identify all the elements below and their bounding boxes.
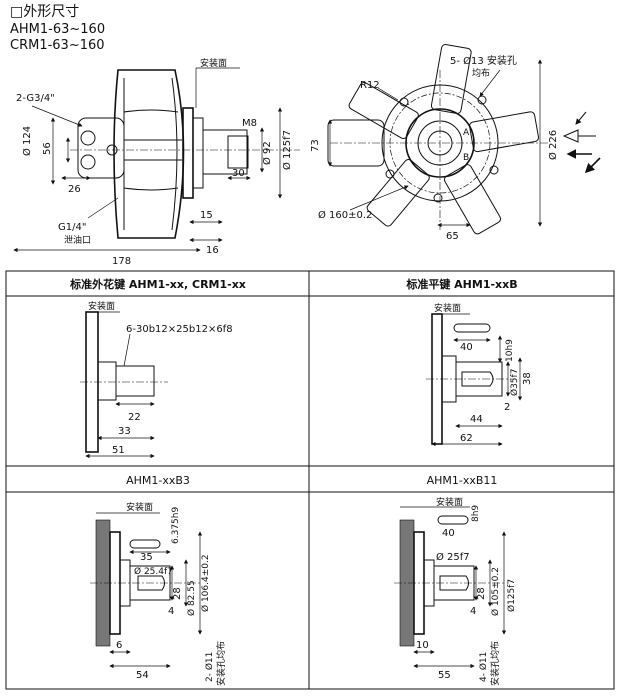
dim-dia-226: Ø 226	[547, 130, 559, 160]
dim-16: 16	[206, 245, 219, 256]
model-label-ahm: AHM1-63~160	[10, 22, 106, 37]
front-holes-note: 均布	[472, 67, 490, 79]
panel4-holes: 4- Ø11	[478, 652, 489, 682]
drain-port-label: G1/4"	[58, 222, 86, 233]
panel3-dim-4: 4	[168, 606, 174, 617]
panel2-title: 标准平键 AHM1-xxB	[405, 277, 517, 291]
drain-label: 泄油口	[64, 234, 91, 246]
panel4-dim-28: 28	[476, 587, 487, 600]
options-table	[5, 270, 615, 690]
panel1-dim-22: 22	[128, 412, 141, 423]
panel3-holes-note: 安装孔均布	[215, 641, 227, 686]
panel4-dia-105: Ø 105±0.2	[490, 567, 501, 616]
dim-73: 73	[310, 139, 321, 152]
dim-178: 178	[112, 256, 131, 267]
panel4-key: 8h9	[471, 505, 481, 522]
panel2-dim-40: 40	[460, 342, 473, 353]
port-b-label: B	[463, 153, 469, 163]
panel2-dim-44: 44	[470, 414, 483, 425]
panel2-drawing	[426, 313, 523, 447]
panel3-dim-6: 6	[116, 640, 122, 651]
thread-label: M8	[242, 118, 257, 129]
dim-26: 26	[68, 184, 81, 195]
panel4-dia-125f7: Ø125f7	[506, 579, 517, 612]
panel3-dim-54: 54	[136, 670, 149, 681]
panel4-dim-4: 4	[470, 606, 476, 617]
panel1-dim-51: 51	[112, 445, 125, 456]
dim-dia-92: Ø 92	[261, 141, 273, 165]
panel2-install-face: 安装面	[434, 302, 461, 314]
panel3-title: AHM1-xxB3	[126, 474, 190, 487]
front-holes-label: 5- Ø13 安装孔	[450, 54, 517, 67]
dim-56: 56	[42, 142, 53, 155]
panel1-install-face: 安装面	[88, 300, 115, 312]
panel3-dia-25-4: Ø 25.4f7	[134, 566, 173, 577]
panel3-install-face: 安装面	[126, 501, 153, 513]
install-face-label: 安装面	[200, 57, 227, 69]
page-title: □外形尺寸	[10, 4, 80, 20]
panel4-holes-note: 安装孔均布	[489, 641, 501, 686]
dim-dia-125f7: Ø 125f7	[281, 130, 293, 170]
panel2-dia-35f7: Ø35f7	[509, 369, 520, 396]
dim-dia-124: Ø 124	[21, 126, 33, 156]
dim-65: 65	[446, 231, 459, 242]
panel1-dim-33: 33	[118, 426, 131, 437]
panel3-dia-82-55: Ø 82.55	[186, 580, 197, 616]
side-view-drawing	[13, 67, 300, 253]
panel4-title: AHM1-xxB11	[427, 474, 498, 487]
panel3-dim-28: 28	[172, 587, 183, 600]
port-label: 2-G3/4"	[16, 93, 55, 104]
port-a-label: A	[463, 128, 470, 138]
panel4-dim-55: 55	[438, 670, 451, 681]
panel3-drawing	[90, 512, 203, 669]
panel4-install-face: 安装面	[436, 496, 463, 508]
front-view-drawing	[327, 44, 601, 235]
panel2-dim-62: 62	[460, 433, 473, 444]
panel2-key-width: 10h9	[505, 339, 515, 362]
dim-dia-160: Ø 160±0.2	[318, 209, 372, 221]
panel1-title: 标准外花键 AHM1-xx, CRM1-xx	[69, 277, 246, 291]
model-label-crm: CRM1-63~160	[10, 38, 105, 53]
panel2-dim-2: 2	[504, 402, 510, 413]
panel3-dia-106-4: Ø 106.4±0.2	[200, 554, 211, 612]
radius-label: R12	[360, 80, 380, 91]
panel1-spline: 6-30b12×25b12×6f8	[126, 324, 233, 335]
panel3-holes: 2- Ø11	[204, 652, 215, 682]
panel3-key: 6.375h9	[171, 507, 181, 544]
panel4-dim-10: 10	[416, 640, 429, 651]
dim-15: 15	[200, 210, 213, 221]
panel4-drawing	[394, 506, 507, 669]
panel2-dim-38: 38	[522, 372, 533, 385]
panel3-dim-35: 35	[140, 552, 153, 563]
panel4-dia-25f7: Ø 25f7	[436, 551, 470, 563]
panel1-drawing	[80, 311, 168, 459]
panel4-dim-40: 40	[442, 528, 455, 539]
dim-30: 30	[232, 168, 245, 179]
